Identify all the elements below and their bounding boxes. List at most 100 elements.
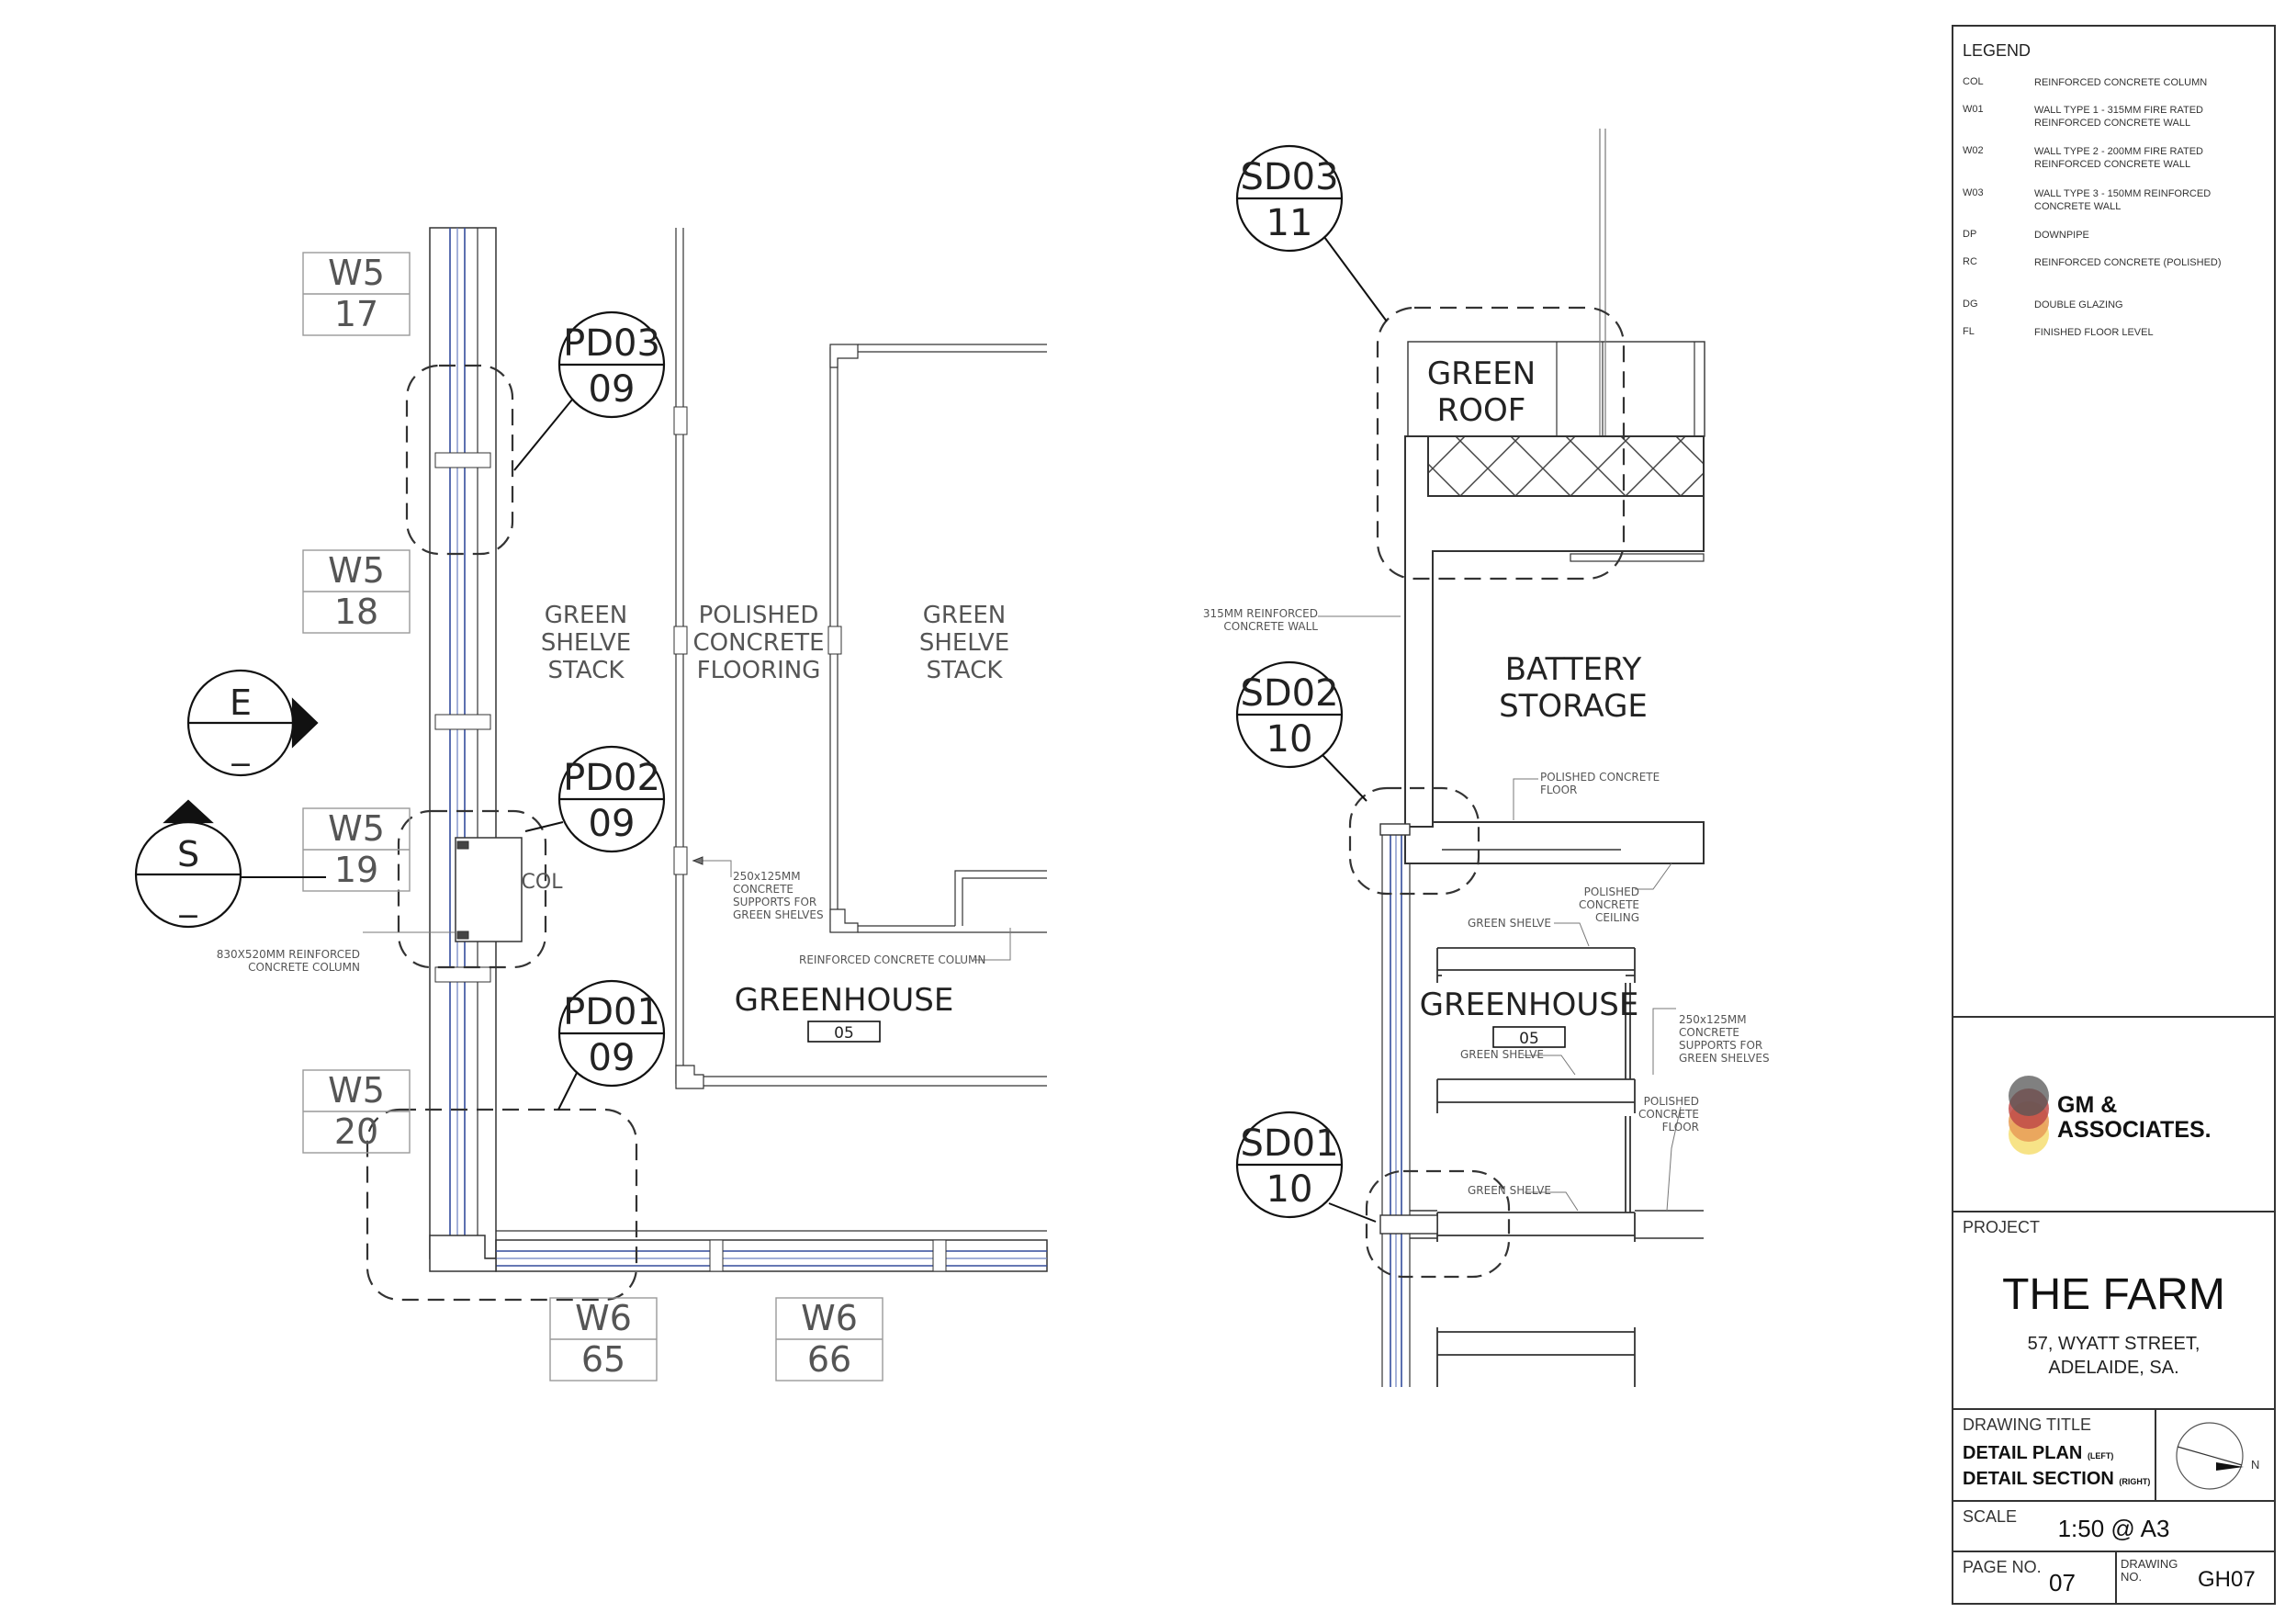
drawing-title-line: DETAIL PLAN (LEFT) bbox=[1963, 1443, 2113, 1464]
space-label: CONCRETE bbox=[692, 629, 824, 657]
note-text: POLISHED bbox=[1644, 1095, 1699, 1108]
section-marker-sheet: _ bbox=[179, 877, 198, 918]
wall-tag-type: W6 bbox=[575, 1298, 632, 1338]
room-number: 05 bbox=[1519, 1030, 1539, 1048]
detail-plan bbox=[134, 227, 1048, 1382]
note-text: 315MM REINFORCED bbox=[1203, 607, 1318, 620]
firm-section: GM & ASSOCIATES. bbox=[1953, 1016, 2274, 1212]
legend-code: W03 bbox=[1963, 187, 1984, 198]
section-marker-letter: E bbox=[230, 682, 252, 723]
space-label: BATTERY bbox=[1505, 651, 1642, 688]
firm-name-line: ASSOCIATES. bbox=[2057, 1117, 2212, 1143]
note-text: GREEN SHELVES bbox=[733, 908, 824, 921]
note-text: POLISHED bbox=[1584, 885, 1639, 898]
page-value: 07 bbox=[2049, 1569, 2076, 1596]
legend-row: DG DOUBLE GLAZING bbox=[1963, 299, 2267, 311]
drawing-title-sub: (LEFT) bbox=[2087, 1451, 2114, 1460]
note-text: CEILING bbox=[1595, 911, 1639, 924]
section-marker-letter: S bbox=[177, 834, 199, 874]
callout-ref: PD03 bbox=[563, 322, 660, 365]
callout-sheet: 09 bbox=[589, 803, 636, 845]
title-block: LEGEND COL REINFORCED CONCRETE COLUMN W0… bbox=[1952, 25, 2276, 1605]
legend-code: DG bbox=[1963, 299, 1978, 310]
legend-code: RC bbox=[1963, 256, 1977, 267]
callout-sheet: 10 bbox=[1266, 1168, 1313, 1211]
note-text: GREEN SHELVE bbox=[1468, 1184, 1551, 1197]
note-text: GREEN SHELVE bbox=[1468, 917, 1551, 930]
detail-section bbox=[1235, 129, 1705, 1387]
callout-sheet: 09 bbox=[589, 368, 636, 411]
note-text: REINFORCED CONCRETE COLUMN bbox=[799, 953, 985, 966]
callout-ref: PD01 bbox=[563, 991, 660, 1033]
note-text: GREEN SHELVES bbox=[1679, 1052, 1770, 1065]
room-name: GREENHOUSE bbox=[1420, 987, 1639, 1023]
firm-name-line: GM & bbox=[2057, 1092, 2118, 1118]
legend-code: DP bbox=[1963, 229, 1977, 240]
wall-tag-number: 66 bbox=[807, 1339, 851, 1380]
space-label: GREEN bbox=[923, 602, 1007, 629]
address-line: 57, WYATT STREET, bbox=[2027, 1334, 2200, 1354]
page-label: PAGE NO. bbox=[1963, 1558, 2042, 1576]
address-line: ADELAIDE, SA. bbox=[2048, 1358, 2179, 1378]
legend-row: FL FINISHED FLOOR LEVEL bbox=[1963, 326, 2267, 339]
legend-desc: WALL TYPE 1 - 315MM FIRE RATED REINFORCE… bbox=[2034, 105, 2203, 129]
legend-desc: DOWNPIPE bbox=[2034, 230, 2089, 241]
callout-ref: SD02 bbox=[1240, 672, 1338, 715]
legend-desc: FINISHED FLOOR LEVEL bbox=[2034, 327, 2154, 338]
space-label: GREEN bbox=[545, 602, 628, 629]
wall-tag-number: 20 bbox=[334, 1111, 378, 1152]
firm-name: GM & ASSOCIATES. bbox=[2057, 1093, 2212, 1143]
note-text: POLISHED CONCRETE bbox=[1540, 771, 1660, 784]
callout-sheet: 10 bbox=[1266, 718, 1313, 761]
wall-tag-number: 19 bbox=[334, 850, 378, 890]
note-text: CONCRETE bbox=[1579, 898, 1639, 911]
drawing-no-value: GH07 bbox=[2198, 1567, 2256, 1592]
north-label: N bbox=[2251, 1458, 2259, 1472]
legend-code: W02 bbox=[1963, 145, 1984, 156]
note-text: CONCRETE bbox=[1679, 1026, 1739, 1039]
drawing-title-line: DETAIL SECTION (RIGHT) bbox=[1963, 1469, 2150, 1490]
legend-desc: REINFORCED CONCRETE (POLISHED) bbox=[2034, 257, 2222, 268]
legend-row: W01 WALL TYPE 1 - 315MM FIRE RATED REINF… bbox=[1963, 104, 2267, 130]
wall-tag-type: W5 bbox=[328, 253, 385, 293]
note-text: SUPPORTS FOR bbox=[1679, 1039, 1762, 1052]
wall-tag-number: 17 bbox=[334, 294, 378, 334]
wall-tag-type: W5 bbox=[328, 1070, 385, 1111]
legend-row: DP DOWNPIPE bbox=[1963, 229, 2267, 242]
note-text: FLOOR bbox=[1662, 1121, 1699, 1133]
drawing-no-label-line: DRAWING bbox=[2121, 1557, 2178, 1571]
drawing-title-text: DETAIL PLAN bbox=[1963, 1443, 2083, 1463]
space-label: STACK bbox=[548, 657, 625, 684]
room-number: 05 bbox=[834, 1024, 854, 1043]
drawing-title-label: DRAWING TITLE bbox=[1963, 1415, 2092, 1434]
column-label: COL bbox=[522, 871, 564, 894]
space-label: STORAGE bbox=[1499, 688, 1648, 725]
room-name: GREENHOUSE bbox=[735, 982, 954, 1019]
legend-code: W01 bbox=[1963, 104, 1984, 115]
legend-desc: WALL TYPE 2 - 200MM FIRE RATED REINFORCE… bbox=[2034, 146, 2203, 170]
project-section: PROJECT THE FARM 57, WYATT STREET, ADELA… bbox=[1953, 1211, 2274, 1410]
wall-tag-type: W6 bbox=[801, 1298, 858, 1338]
wall-tag-number: 65 bbox=[581, 1339, 625, 1380]
space-label: ROOF bbox=[1437, 392, 1526, 429]
space-label: STACK bbox=[927, 657, 1004, 684]
legend-desc: DOUBLE GLAZING bbox=[2034, 299, 2123, 310]
legend-code: COL bbox=[1963, 76, 1984, 87]
space-label: SHELVE bbox=[919, 629, 1009, 657]
note-text: FLOOR bbox=[1540, 784, 1577, 796]
legend-desc: REINFORCED CONCRETE COLUMN bbox=[2034, 77, 2208, 88]
scale-section: SCALE 1:50 @ A3 bbox=[1953, 1500, 2274, 1552]
note-text: 830X520MM REINFORCED bbox=[217, 948, 360, 961]
space-label: POLISHED bbox=[699, 602, 819, 629]
project-name: THE FARM bbox=[2002, 1270, 2225, 1319]
callout-ref: SD03 bbox=[1240, 156, 1338, 198]
project-address: 57, WYATT STREET, ADELAIDE, SA. bbox=[1953, 1332, 2274, 1380]
callout-sheet: 09 bbox=[589, 1037, 636, 1079]
drawing-title-text: DETAIL SECTION bbox=[1963, 1469, 2114, 1489]
legend-title: LEGEND bbox=[1963, 41, 2032, 60]
legend-row: COL REINFORCED CONCRETE COLUMN bbox=[1963, 76, 2267, 89]
section-labels: SD03 11 SD02 10 SD01 10 GREEN ROOF BATTE… bbox=[1203, 156, 1770, 1211]
space-label: SHELVE bbox=[541, 629, 631, 657]
scale-value: 1:50 @ A3 bbox=[2057, 1515, 2170, 1542]
wall-tag-number: 18 bbox=[334, 592, 378, 632]
